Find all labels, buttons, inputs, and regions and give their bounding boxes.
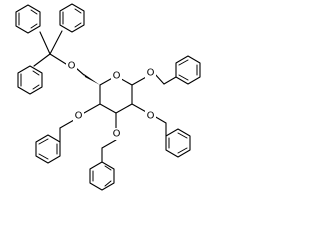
atom-labels: O O O O O O bbox=[66, 60, 156, 140]
trityl-group bbox=[15, 3, 85, 95]
benzyl-c3 bbox=[89, 139, 117, 191]
benzyl-anomeric bbox=[153, 55, 201, 85]
benzyl-c4 bbox=[35, 119, 75, 164]
trityl-phenyl-bottom-left bbox=[17, 65, 43, 95]
ring-oxygen-label: O bbox=[113, 71, 121, 82]
bond-trityl-c-phenyl-a bbox=[39, 31, 51, 55]
structure-drawing: O O O O O O bbox=[15, 3, 201, 191]
c2-oxygen-label: O bbox=[147, 111, 155, 122]
trityl-oxygen-label: O bbox=[68, 61, 76, 72]
bond-trityl-c-o bbox=[49, 53, 67, 65]
trityl-phenyl-top-left bbox=[15, 4, 41, 34]
c3-oxygen-label: O bbox=[113, 129, 121, 140]
bond-c4-o bbox=[83, 103, 101, 114]
bond-trityl-c-phenyl-c bbox=[33, 53, 51, 67]
c4-oxygen-label: O bbox=[75, 111, 83, 122]
benzyl-c2 bbox=[153, 115, 191, 158]
structure-svg: O O O O O O bbox=[15, 3, 201, 191]
bond-trityl-c-phenyl-b bbox=[49, 30, 63, 55]
trityl-phenyl-top-right bbox=[59, 3, 85, 33]
wedge-c5-c6 bbox=[84, 74, 100, 85]
anomeric-oxygen-label: O bbox=[147, 68, 155, 79]
